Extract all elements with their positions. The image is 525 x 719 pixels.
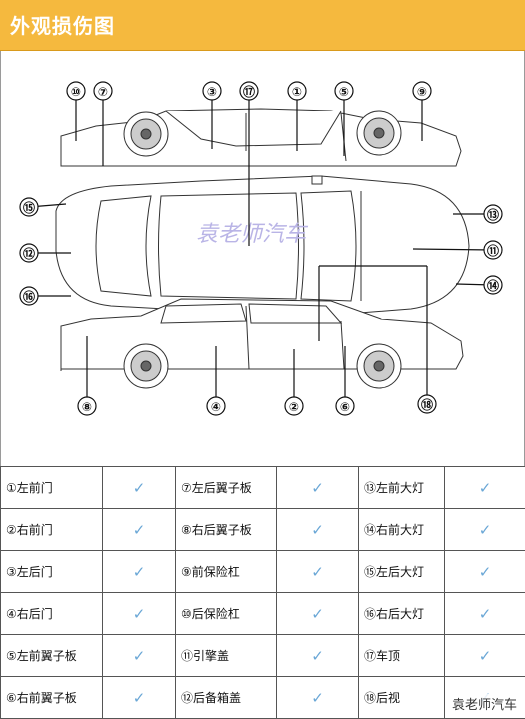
- callout-label: ②: [289, 400, 299, 414]
- callout-label: ⑤: [339, 85, 349, 99]
- check-mark-icon: ✓: [103, 677, 176, 719]
- part-label: ⑨前保险杠: [176, 551, 277, 593]
- callout-label: ⑯: [23, 289, 35, 304]
- checklist-row: ①左前门✓⑦左后翼子板✓⑬左前大灯✓: [1, 467, 525, 509]
- checklist-row: ⑥右前翼子板✓⑫后备箱盖✓⑱后视✓: [1, 677, 525, 719]
- checklist-row: ⑤左前翼子板✓⑪引擎盖✓⑰车顶✓: [1, 635, 525, 677]
- check-mark-icon: ✓: [277, 593, 359, 635]
- part-label: ⑯右后大灯: [359, 593, 445, 635]
- section-header: 外观损伤图: [0, 0, 525, 51]
- check-mark-icon: ✓: [277, 677, 359, 719]
- callout-label: ⑥: [340, 400, 350, 414]
- part-label: ①左前门: [1, 467, 103, 509]
- section-title: 外观损伤图: [10, 10, 115, 39]
- check-mark-icon: ✓: [103, 467, 176, 509]
- callout-label: ⑫: [23, 246, 35, 261]
- check-mark-icon: ✓: [445, 509, 525, 551]
- callout-label: ④: [211, 400, 221, 414]
- part-label: ⑭右前大灯: [359, 509, 445, 551]
- part-label: ⑫后备箱盖: [176, 677, 277, 719]
- part-label: ⑱后视: [359, 677, 445, 719]
- part-label: ⑥右前翼子板: [1, 677, 103, 719]
- check-mark-icon: ✓: [103, 551, 176, 593]
- damage-diagram-panel: 袁老师汽车 ⑩ ⑦ ③ ⑰ ① ⑤ ⑨ ⑮ ⑬ ⑫ ⑪ ⑯ ⑭ ⑧ ④ ② ⑥ ⑱: [0, 51, 525, 466]
- car-damage-diagram: 袁老师汽车 ⑩ ⑦ ③ ⑰ ① ⑤ ⑨ ⑮ ⑬ ⑫ ⑪ ⑯ ⑭ ⑧ ④ ② ⑥ ⑱: [1, 51, 525, 466]
- check-mark-icon: ✓: [445, 467, 525, 509]
- part-label: ⑮左后大灯: [359, 551, 445, 593]
- check-mark-icon: ✓: [103, 635, 176, 677]
- check-mark-icon: ✓: [445, 635, 525, 677]
- check-mark-icon: ✓: [277, 551, 359, 593]
- callout-label: ③: [207, 85, 217, 99]
- checklist-row: ③左后门✓⑨前保险杠✓⑮左后大灯✓: [1, 551, 525, 593]
- checklist-row: ④右后门✓⑩后保险杠✓⑯右后大灯✓: [1, 593, 525, 635]
- callout-label: ⑩: [71, 85, 81, 99]
- part-label: ⑬左前大灯: [359, 467, 445, 509]
- callout-label: ⑪: [487, 243, 499, 258]
- callout-label: ⑮: [23, 200, 35, 215]
- callout-label: ⑱: [421, 397, 433, 412]
- car-left-side-view: [61, 109, 461, 166]
- part-label: ⑪引擎盖: [176, 635, 277, 677]
- callout-label: ①: [292, 85, 302, 99]
- callout-label: ⑭: [487, 278, 499, 293]
- diagram-watermark: 袁老师汽车: [196, 222, 309, 247]
- part-label: ②右前门: [1, 509, 103, 551]
- check-mark-icon: ✓: [445, 593, 525, 635]
- damage-checklist-table: ①左前门✓⑦左后翼子板✓⑬左前大灯✓②右前门✓⑧右后翼子板✓⑭右前大灯✓③左后门…: [0, 466, 525, 719]
- part-label: ⑤左前翼子板: [1, 635, 103, 677]
- part-label: ⑧右后翼子板: [176, 509, 277, 551]
- check-mark-icon: ✓: [277, 509, 359, 551]
- footer-watermark: 袁老师汽车: [450, 694, 519, 713]
- check-mark-icon: ✓: [277, 635, 359, 677]
- callout-label: ⑬: [487, 207, 499, 222]
- part-label: ⑦左后翼子板: [176, 467, 277, 509]
- callout-label: ⑦: [98, 85, 108, 99]
- check-mark-icon: ✓: [103, 509, 176, 551]
- check-mark-icon: ✓: [103, 593, 176, 635]
- checklist-row: ②右前门✓⑧右后翼子板✓⑭右前大灯✓: [1, 509, 525, 551]
- callout-label: ⑨: [417, 85, 427, 99]
- check-mark-icon: ✓: [277, 467, 359, 509]
- callout-label: ⑰: [243, 84, 255, 99]
- part-label: ⑩后保险杠: [176, 593, 277, 635]
- check-mark-icon: ✓: [445, 551, 525, 593]
- car-right-side-view: [61, 299, 463, 388]
- part-label: ④右后门: [1, 593, 103, 635]
- callout-label: ⑧: [82, 400, 92, 414]
- part-label: ③左后门: [1, 551, 103, 593]
- part-label: ⑰车顶: [359, 635, 445, 677]
